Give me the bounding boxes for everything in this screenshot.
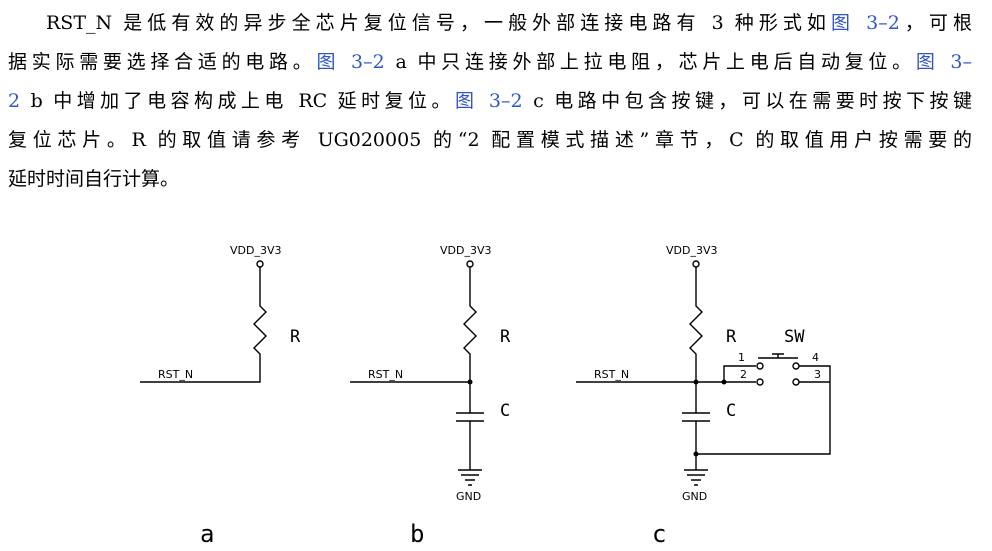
caption-c: c (652, 520, 666, 548)
figure-reference-link[interactable]: 图 3– (915, 51, 972, 73)
resistor-wire-c (689, 267, 703, 413)
paragraph-text: b 中增加了电容构成上电 RC 延时复位。 (20, 90, 455, 112)
resistor-label-c: R (726, 327, 737, 347)
circuit-a: VDD_3V3 R RST_N a (140, 244, 301, 548)
switch-pin-2: 2 (740, 368, 747, 381)
figure-reference-link[interactable]: 图 3–2 (316, 51, 385, 73)
switch-pin-4: 4 (812, 351, 819, 364)
vdd-terminal-b (466, 260, 474, 268)
vdd-terminal-c (692, 260, 700, 268)
switch-contact-1 (756, 362, 764, 370)
paragraph-line: RST_N 是低有效的异步全芯片复位信号，一般外部连接电路有 3 种形式如图 3… (8, 4, 972, 43)
vdd-label-a: VDD_3V3 (230, 244, 282, 257)
paragraph-text: c 电路中包含按键，可以在需要时按下按键 (522, 90, 972, 112)
figure-reference-link[interactable]: 2 (8, 90, 21, 112)
circuit-b: VDD_3V3 R C RST_N GND b (350, 244, 511, 548)
ground-symbol-c (684, 469, 708, 486)
capacitor-label-b: C (500, 401, 510, 421)
circuit-c: VDD_3V3 R SW 1 2 3 4 C RST_N GND c (576, 244, 831, 548)
switch-contact-2 (756, 378, 764, 386)
body-paragraph: RST_N 是低有效的异步全芯片复位信号，一般外部连接电路有 3 种形式如图 3… (8, 4, 972, 199)
reset-circuit-schematic: VDD_3V3 R RST_N a VDD_3V3 R C RST_N GND … (140, 244, 831, 548)
capacitor-b (456, 412, 484, 470)
caption-a: a (200, 520, 214, 548)
caption-b: b (410, 520, 424, 548)
paragraph-line: 2 b 中增加了电容构成上电 RC 延时复位。图 3–2 c 电路中包含按键，可… (8, 82, 972, 121)
junction-b (467, 379, 473, 385)
gnd-label-b: GND (456, 490, 481, 503)
figure-reference-link[interactable]: 图 3–2 (454, 90, 523, 112)
paragraph-text: 复位芯片。R 的取值请参考 UG020005 的“2 配置模式描述”章节，C 的… (8, 129, 972, 151)
resistor-wire-b (463, 267, 477, 413)
junction-c-gnd (693, 451, 699, 457)
switch-pin-1: 1 (738, 351, 745, 364)
switch-contact-4 (792, 362, 800, 370)
switch-contact-3 (792, 378, 800, 386)
paragraph-text: 据实际需要选择合适的电路。 (8, 51, 317, 73)
vdd-terminal-a (256, 260, 264, 268)
switch-return-wire (696, 365, 831, 455)
switch-pin-3: 3 (814, 368, 821, 381)
paragraph-line: 复位芯片。R 的取值请参考 UG020005 的“2 配置模式描述”章节，C 的… (8, 121, 972, 160)
paragraph-text: 延时时间自行计算。 (8, 168, 180, 190)
capacitor-c (682, 412, 710, 470)
gnd-label-c: GND (682, 490, 707, 503)
paragraph-text: a 中只连接外部上拉电阻，芯片上电后自动复位。 (384, 51, 916, 73)
resistor-label-a: R (290, 327, 301, 347)
switch-label-c: SW (784, 327, 805, 347)
switch-actuator (758, 353, 798, 359)
junction-c-net (693, 379, 699, 385)
figure-reference-link[interactable]: 图 3–2 (830, 12, 900, 34)
net-label-a: RST_N (158, 368, 193, 381)
net-label-c: RST_N (594, 368, 629, 381)
capacitor-label-c: C (726, 401, 736, 421)
paragraph-text: ，可根 (899, 12, 972, 34)
paragraph-line: 延时时间自行计算。 (8, 160, 972, 199)
vdd-label-b: VDD_3V3 (440, 244, 492, 257)
ground-symbol-b (458, 469, 482, 486)
paragraph-line: 据实际需要选择合适的电路。图 3–2 a 中只连接外部上拉电阻，芯片上电后自动复… (8, 43, 972, 82)
resistor-label-b: R (500, 327, 511, 347)
vdd-label-c: VDD_3V3 (666, 244, 718, 257)
switch-lead-1 (723, 365, 756, 382)
net-label-b: RST_N (368, 368, 403, 381)
paragraph-text: RST_N 是低有效的异步全芯片复位信号，一般外部连接电路有 3 种形式如 (46, 12, 831, 34)
resistor-wire-a (140, 267, 267, 383)
